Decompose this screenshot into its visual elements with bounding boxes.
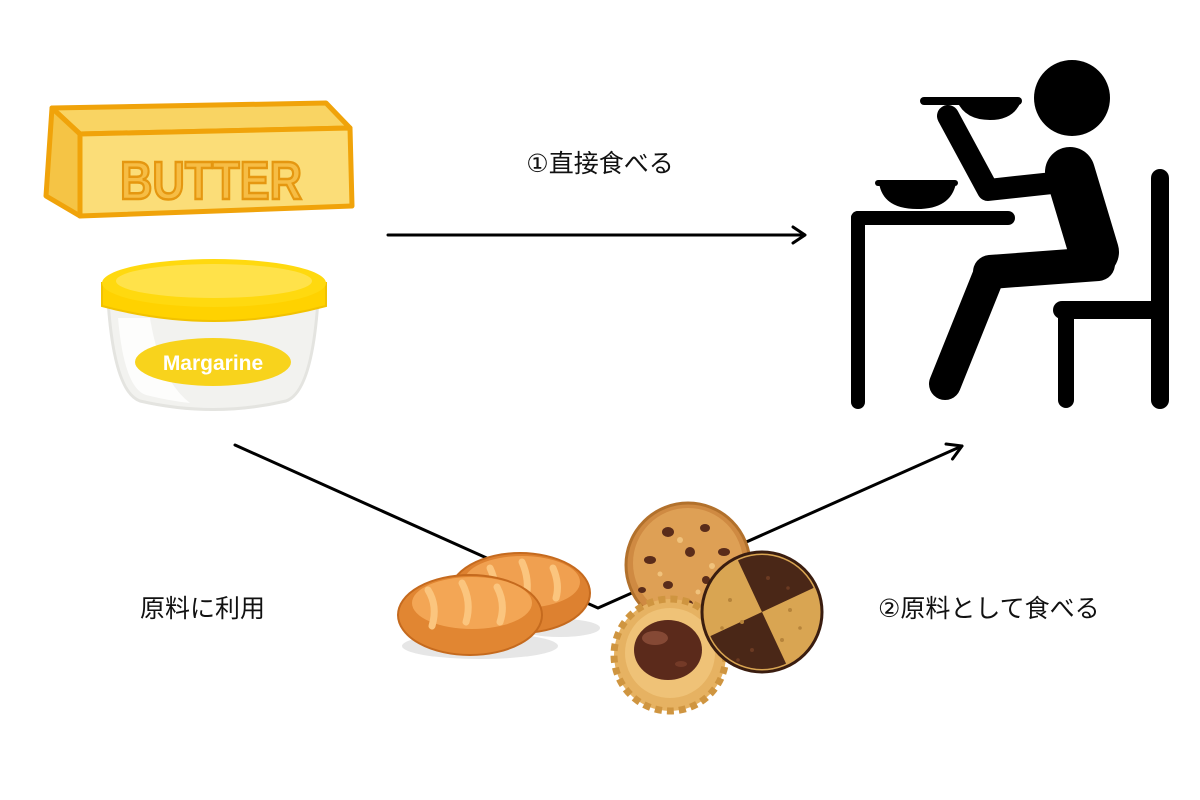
arrow-via-ingredients-line bbox=[233, 443, 964, 610]
butter-label: BUTTER bbox=[120, 151, 302, 211]
margarine-label-badge bbox=[135, 338, 291, 386]
person-head bbox=[1034, 60, 1110, 136]
label-used-as-ingredient: 原料に利用 bbox=[140, 594, 265, 623]
label-direct-eating: ①直接食べる bbox=[526, 149, 673, 178]
arrow-direct-eating bbox=[386, 225, 807, 245]
checkered-dark-quadrant bbox=[731, 555, 819, 612]
checkered-dots bbox=[720, 598, 802, 642]
person-eating-icon bbox=[851, 60, 1169, 409]
butter-icon: BUTTER bbox=[43, 100, 355, 219]
bread-icon bbox=[397, 552, 600, 659]
table-bowl bbox=[879, 182, 956, 209]
person-shin bbox=[929, 256, 1006, 400]
bread-roll-front-score bbox=[424, 586, 438, 630]
bread-roll-front-score bbox=[458, 579, 472, 626]
held-bowl bbox=[957, 100, 1021, 120]
checkered-cookie bbox=[700, 550, 824, 674]
cookies-icon bbox=[610, 501, 824, 715]
person-arm bbox=[937, 105, 1073, 201]
margarine-label: Margarine bbox=[163, 352, 263, 375]
bread-roll-front-score bbox=[493, 583, 506, 626]
arrow-via-ingredients bbox=[233, 442, 964, 610]
butter-front-face bbox=[77, 125, 355, 219]
person-thigh bbox=[973, 247, 1115, 289]
chocolate-center bbox=[634, 620, 702, 680]
chocolate-chips bbox=[638, 524, 730, 608]
bread-roll-back-score bbox=[549, 564, 561, 602]
label-eaten-as-ingredient: ②原料として食べる bbox=[878, 594, 1100, 623]
arrow-via-ingredients-head bbox=[944, 442, 964, 461]
margarine-lid-inner bbox=[116, 264, 312, 298]
arrow-direct-head bbox=[791, 225, 807, 245]
checkered-dark-quadrant bbox=[705, 612, 793, 669]
margarine-icon: Margarine bbox=[101, 259, 327, 411]
person-torso bbox=[1045, 147, 1119, 277]
chocolate-thumbprint-cookie bbox=[610, 595, 730, 715]
checkered-dots-dark bbox=[736, 576, 790, 662]
cookie-crumbs bbox=[657, 537, 715, 595]
